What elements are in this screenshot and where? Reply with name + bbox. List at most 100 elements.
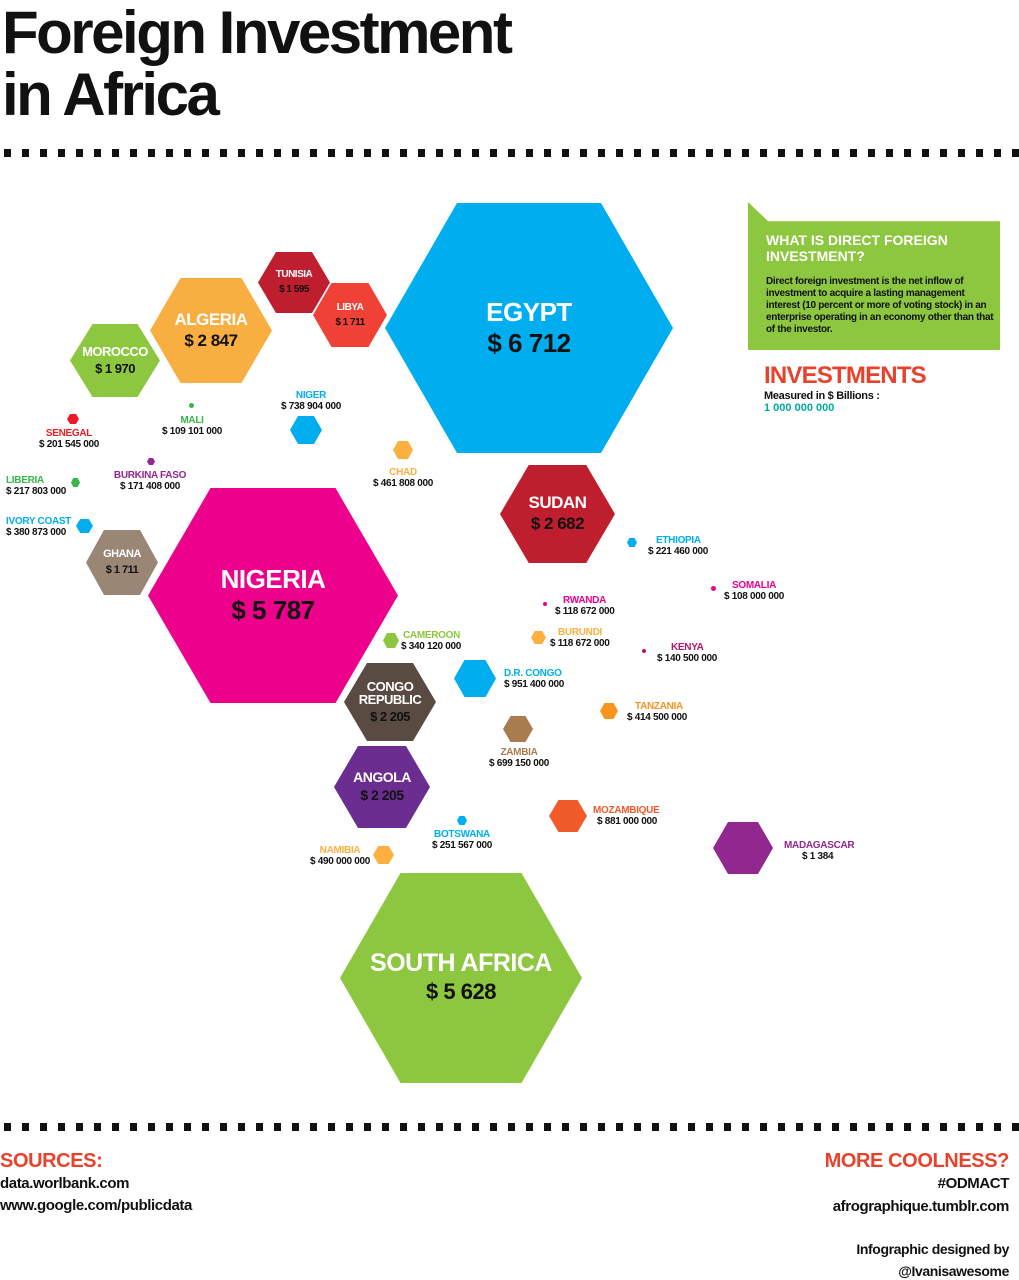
liberia-label: LIBERIA$ 217 803 000 xyxy=(6,475,66,497)
tunisia-value: $ 1 595 xyxy=(279,284,309,295)
botswana-hexagon xyxy=(457,816,467,825)
hashtag[interactable]: #ODMACT xyxy=(937,1175,1010,1192)
info-box: WHAT IS DIRECT FOREIGN INVESTMENT? Direc… xyxy=(748,202,1000,350)
ivory-hexagon xyxy=(76,519,93,533)
nigeria-value: $ 5 787 xyxy=(231,595,315,626)
source-link-2[interactable]: www.google.com/publicdata xyxy=(0,1197,192,1214)
cameroon-hexagon xyxy=(383,633,399,648)
libya-hexagon: LIBYA $ 1 711 xyxy=(313,283,387,347)
congo-name: CONGO REPUBLIC xyxy=(358,678,422,707)
legend-title: INVESTMENTS xyxy=(764,362,927,389)
cameroon-name: CAMEROON xyxy=(403,630,461,641)
mali-name: MALI xyxy=(180,415,204,426)
burkina-label: BURKINA FASO$ 171 408 000 xyxy=(90,470,210,492)
niger-value: $ 738 904 000 xyxy=(280,401,342,412)
mali-label: MALI$ 109 101 000 xyxy=(132,415,252,437)
burkina-value: $ 171 408 000 xyxy=(119,481,181,492)
burundi-label: BURUNDI$ 118 672 000 xyxy=(550,627,610,649)
senegal-label: SENEGAL$ 201 545 000 xyxy=(9,428,129,450)
algeria-name: ALGERIA xyxy=(174,309,249,329)
sudan-hexagon: SUDAN$ 2 682 xyxy=(500,465,615,563)
tanzania-name: TANZANIA xyxy=(635,701,683,712)
zambia-name: ZAMBIA xyxy=(500,747,538,758)
chad-label: CHAD$ 461 808 000 xyxy=(343,467,463,489)
more-title: MORE COOLNESS? xyxy=(824,1150,1010,1172)
source-link-1[interactable]: data.worlbank.com xyxy=(0,1175,130,1192)
angola-hexagon: ANGOLA$ 2 205 xyxy=(334,746,430,828)
botswana-value: $ 251 567 000 xyxy=(431,840,493,851)
zambia-label: ZAMBIA$ 699 150 000 xyxy=(459,747,579,769)
tanzania-label: TANZANIA$ 414 500 000 xyxy=(627,701,687,723)
kenya-value: $ 140 500 000 xyxy=(657,653,718,664)
title-line-2: in Africa xyxy=(2,61,220,128)
ghana-name: GHANA xyxy=(103,547,141,560)
burkina-name: BURKINA FASO xyxy=(113,470,187,481)
niger-hexagon xyxy=(290,416,322,444)
chad-hexagon xyxy=(393,441,413,459)
burundi-value: $ 118 672 000 xyxy=(550,638,610,649)
namibia-value: $ 490 000 000 xyxy=(309,856,371,867)
ethiopia-value: $ 221 460 000 xyxy=(648,546,709,557)
legend-unit: 1 000 000 000 xyxy=(764,402,835,414)
drcongo-value: $ 951 400 000 xyxy=(504,679,565,690)
tanzania-value: $ 414 500 000 xyxy=(627,712,688,723)
ghana-value: $ 1 711 xyxy=(105,563,139,576)
drcongo-name: D.R. CONGO xyxy=(504,668,562,679)
cameroon-value: $ 340 120 000 xyxy=(401,641,462,652)
mali-value: $ 109 101 000 xyxy=(161,426,223,437)
kenya-label: KENYA$ 140 500 000 xyxy=(657,642,717,664)
kenya-name: KENYA xyxy=(671,642,704,653)
libya-value: $ 1 711 xyxy=(335,316,365,328)
nigeria-name: NIGERIA xyxy=(220,564,326,595)
ivory-label: IVORY COAST$ 380 873 000 xyxy=(6,516,71,538)
zambia-hexagon xyxy=(503,716,533,742)
chad-value: $ 461 808 000 xyxy=(372,478,434,489)
madagascar-label: MADAGASCAR$ 1 384 xyxy=(784,840,855,862)
info-heading: WHAT IS DIRECT FOREIGN INVESTMENT? xyxy=(766,232,948,264)
senegal-value: $ 201 545 000 xyxy=(38,439,100,450)
mozambique-value: $ 881 000 000 xyxy=(597,816,658,827)
tanzania-hexagon xyxy=(600,703,618,719)
southafrica-value: $ 5 628 xyxy=(426,979,496,1005)
legend-measure: Measured in $ Billions : xyxy=(764,390,880,402)
mozambique-name: MOZAMBIQUE xyxy=(593,805,660,816)
mozambique-hexagon xyxy=(549,800,587,832)
somalia-name: SOMALIA xyxy=(732,580,777,591)
legend: INVESTMENTS Measured in $ Billions : 1 0… xyxy=(764,362,927,414)
somalia-label: SOMALIA$ 108 000 000 xyxy=(724,580,784,602)
zambia-value: $ 699 150 000 xyxy=(488,758,550,769)
namibia-label: NAMIBIA$ 490 000 000 xyxy=(280,845,400,867)
credit: Infographic designed by xyxy=(856,1241,1009,1257)
namibia-name: NAMIBIA xyxy=(319,845,361,856)
liberia-hexagon xyxy=(71,478,80,487)
morocco-value: $ 1 970 xyxy=(95,360,135,376)
sudan-value: $ 2 682 xyxy=(530,514,585,534)
divider-bottom xyxy=(4,1123,1019,1131)
ghana-hexagon: GHANA $ 1 711 xyxy=(86,530,158,595)
rwanda-name: RWANDA xyxy=(563,595,607,606)
madagascar-name: MADAGASCAR xyxy=(784,840,855,851)
senegal-hexagon xyxy=(67,414,79,424)
divider-top xyxy=(4,149,1019,157)
mali-hexagon xyxy=(189,403,194,408)
ivory-name: IVORY COAST xyxy=(6,516,72,527)
site-link[interactable]: afrographique.tumblr.com xyxy=(832,1198,1010,1215)
ivory-value: $ 380 873 000 xyxy=(6,527,67,538)
rwanda-value: $ 118 672 000 xyxy=(555,606,615,617)
cameroon-label: CAMEROON$ 340 120 000 xyxy=(401,630,461,652)
ethiopia-label: ETHIOPIA$ 221 460 000 xyxy=(648,535,708,557)
niger-name: NIGER xyxy=(295,390,327,401)
namibia-hexagon xyxy=(373,846,394,864)
nigeria-hexagon: NIGERIA$ 5 787 xyxy=(148,488,398,703)
tunisia-name: TUNISIA xyxy=(275,269,313,280)
libya-name: LIBYA xyxy=(336,301,364,313)
liberia-value: $ 217 803 000 xyxy=(6,486,67,497)
morocco-name: MOROCCO xyxy=(82,343,148,359)
algeria-value: $ 2 847 xyxy=(184,330,238,350)
botswana-name: BOTSWANA xyxy=(434,829,490,840)
burundi-hexagon xyxy=(531,631,546,644)
algeria-hexagon: ALGERIA$ 2 847 xyxy=(150,278,272,383)
drcongo-label: D.R. CONGO$ 951 400 000 xyxy=(504,668,564,690)
designer-handle[interactable]: @Ivanisawesome xyxy=(898,1263,1009,1279)
southafrica-name: SOUTH AFRICA xyxy=(370,949,552,978)
